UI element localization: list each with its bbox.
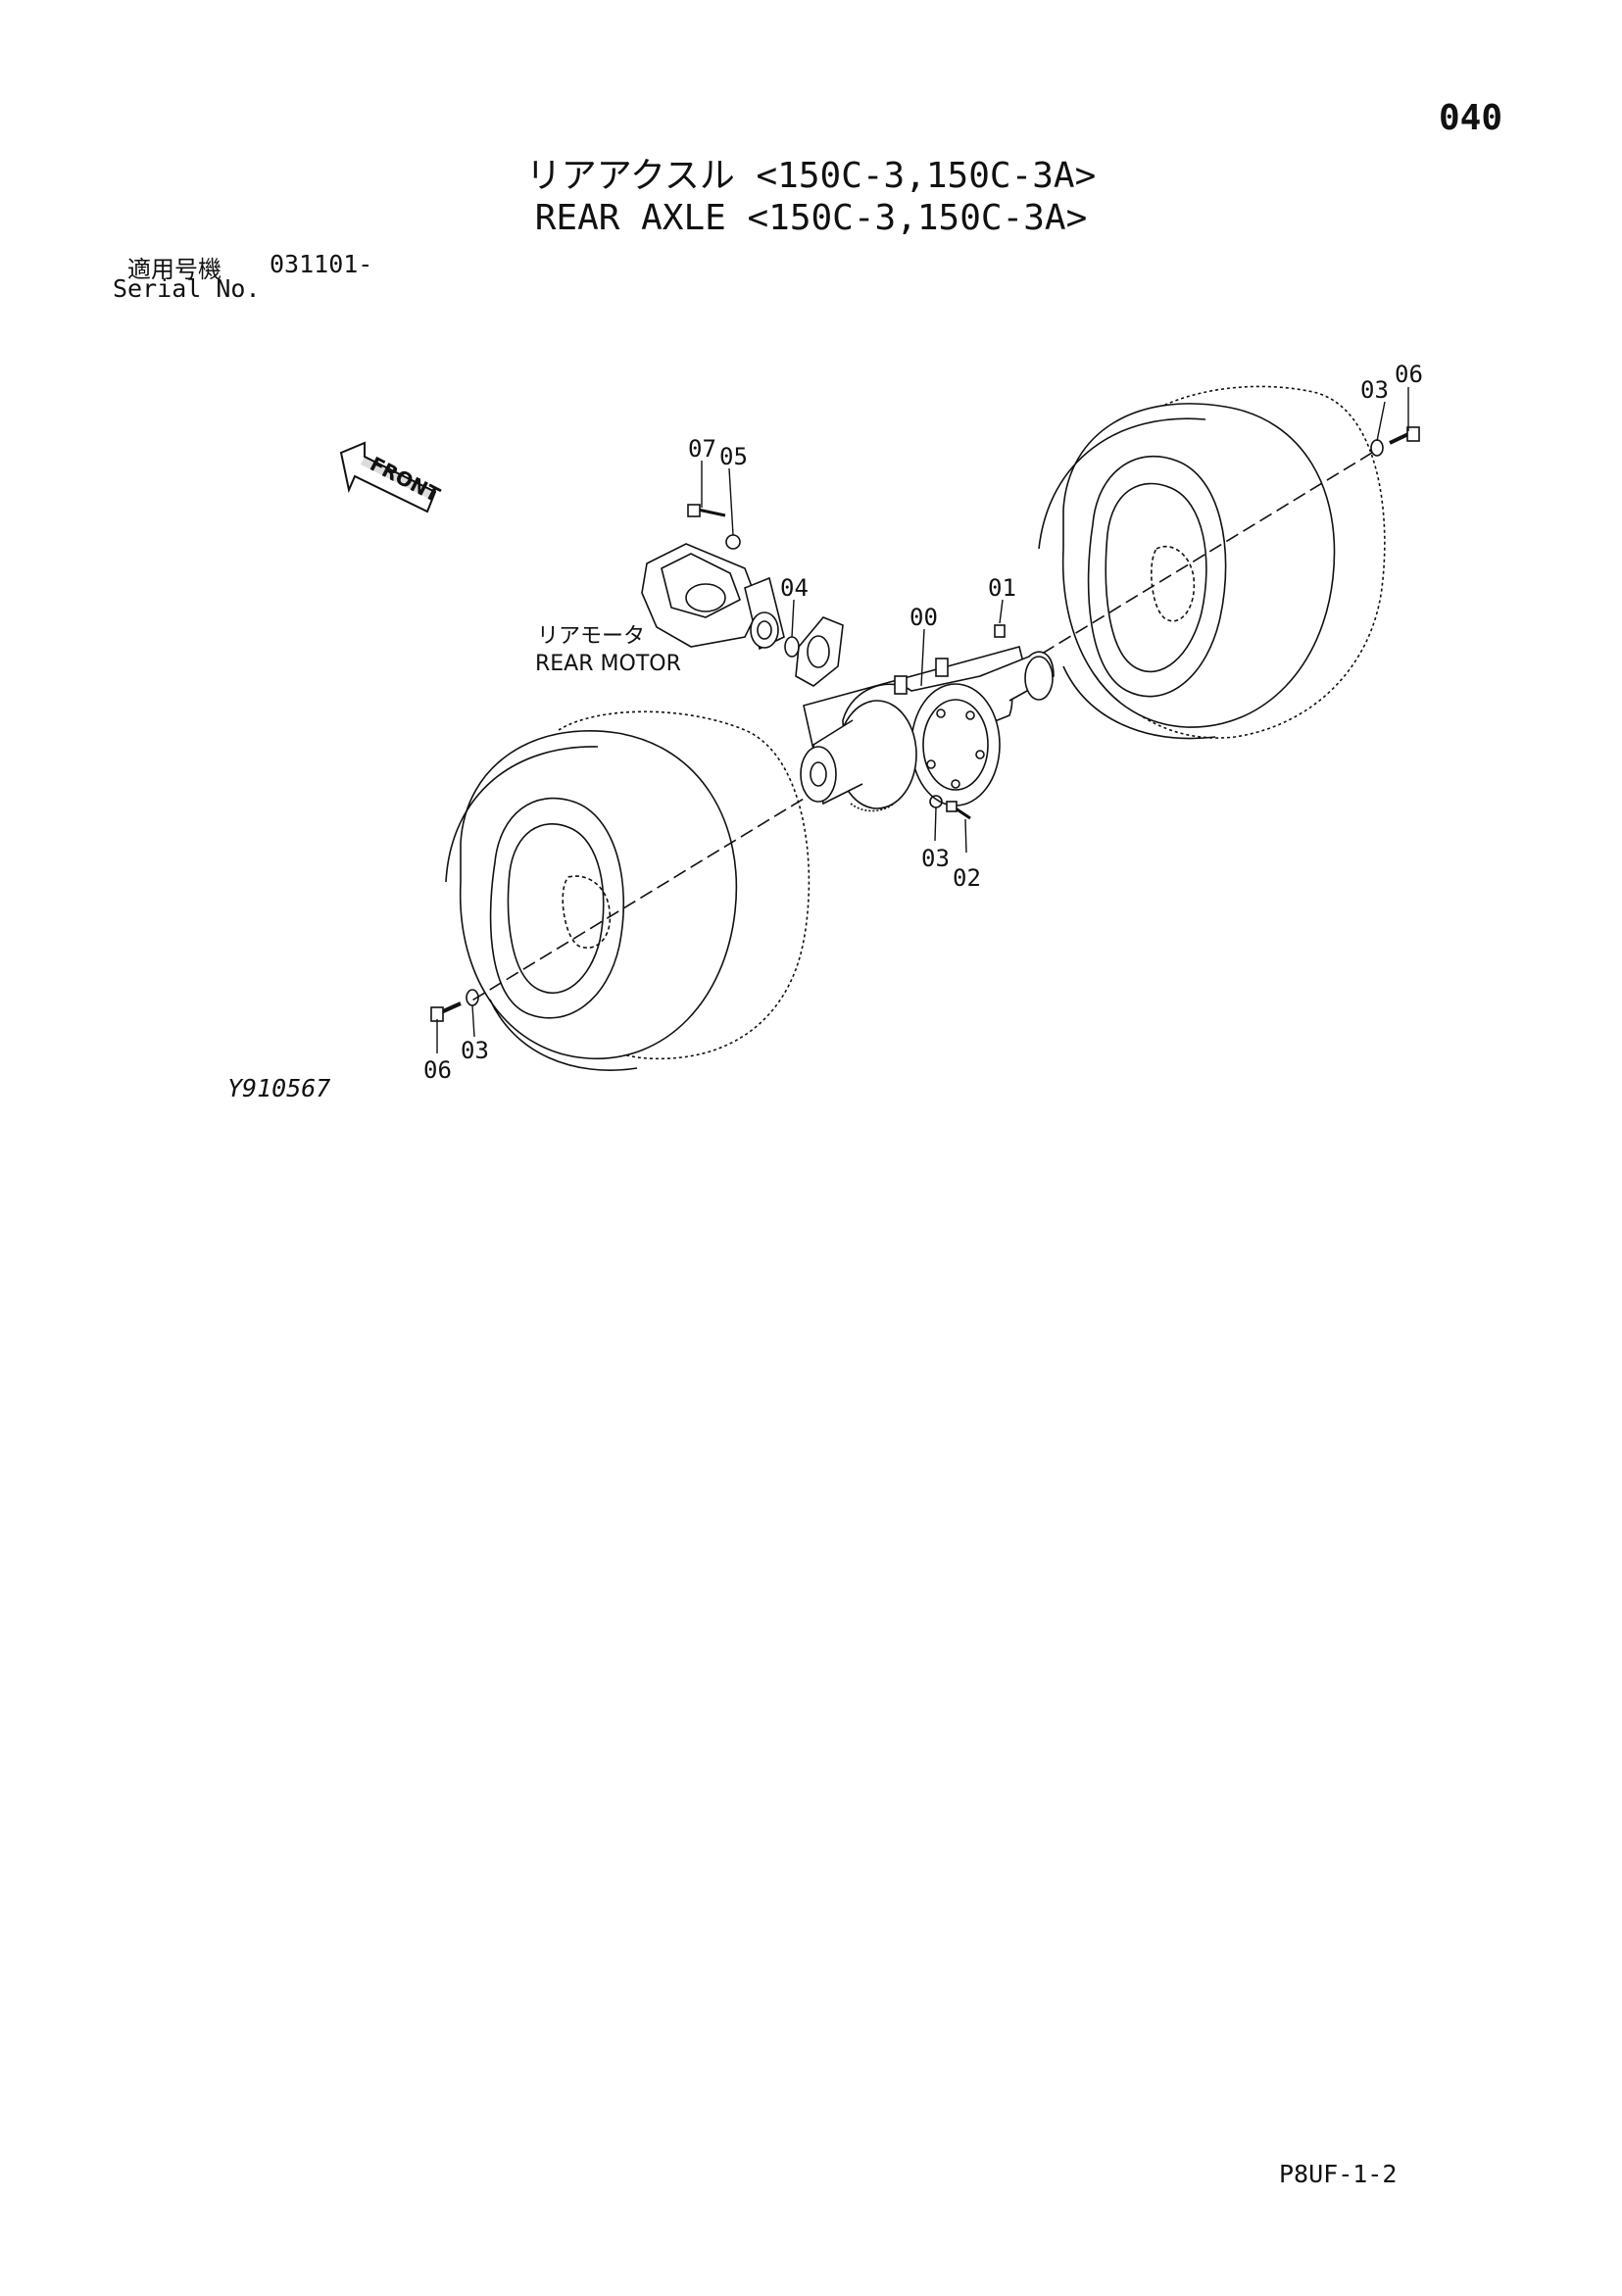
callout-05: 05 bbox=[719, 443, 748, 470]
callout-06-right: 06 bbox=[1395, 361, 1423, 388]
page-title-japanese: リアアクスル <150C-3,150C-3A> bbox=[525, 156, 1097, 196]
bolt-02 bbox=[955, 806, 971, 820]
callout-07: 07 bbox=[688, 435, 716, 463]
washer-05 bbox=[725, 534, 741, 550]
rear-motor-label-english: REAR MOTOR bbox=[535, 652, 681, 676]
bolt-06-right bbox=[1389, 432, 1409, 445]
callout-00: 00 bbox=[909, 604, 938, 631]
o-ring-04 bbox=[784, 636, 800, 658]
axle-housing-assembly bbox=[800, 646, 1055, 812]
housing-bolts bbox=[929, 624, 1006, 820]
washer-03-right bbox=[1370, 439, 1384, 457]
callout-03-center: 03 bbox=[921, 845, 950, 872]
left-wheel-hardware bbox=[430, 989, 479, 1022]
serial-label-japanese: 適用号機 bbox=[127, 256, 221, 283]
serial-value: 031101- bbox=[270, 250, 373, 278]
callout-06-left: 06 bbox=[423, 1056, 452, 1084]
rear-motor-label-japanese: リアモータ bbox=[537, 624, 645, 649]
figure-id: Y910567 bbox=[227, 1074, 331, 1102]
bolt-06-left bbox=[440, 1001, 462, 1014]
right-wheel-hardware bbox=[1370, 426, 1420, 457]
bolt-07 bbox=[697, 508, 726, 517]
sheet-code: P8UF-1-2 bbox=[1279, 2160, 1398, 2188]
right-wheel bbox=[1038, 385, 1386, 740]
callout-03-left: 03 bbox=[461, 1037, 489, 1064]
serial-label-english: Serial No. bbox=[113, 274, 261, 303]
bolt-01 bbox=[994, 624, 1006, 638]
left-wheel bbox=[445, 710, 811, 1071]
callout-03-right: 03 bbox=[1360, 376, 1389, 404]
page-title-english: REAR AXLE <150C-3,150C-3A> bbox=[534, 198, 1088, 238]
page-number: 040 bbox=[1439, 98, 1503, 138]
callout-02: 02 bbox=[953, 864, 981, 892]
motor-mount-plate bbox=[784, 616, 844, 687]
callout-01: 01 bbox=[988, 574, 1016, 602]
rear-motor bbox=[641, 504, 785, 651]
front-arrow-icon: FRONT bbox=[339, 441, 444, 513]
callout-04: 04 bbox=[780, 574, 809, 602]
leader-lines bbox=[436, 387, 1409, 1053]
